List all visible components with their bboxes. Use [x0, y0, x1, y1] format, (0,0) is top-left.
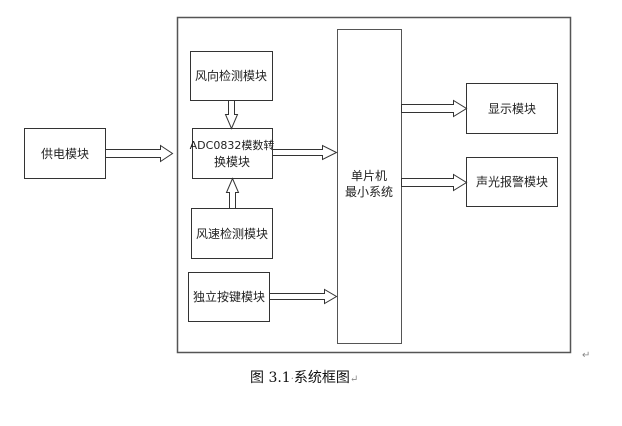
wind-speed-module: 风速检测模块 [191, 208, 273, 259]
power-module: 供电模块 [24, 128, 106, 179]
keys-module: 独立按键模块 [188, 272, 270, 322]
arrow-adc-to-mcu [272, 144, 338, 161]
arrow-wind-speed-to-adc [225, 177, 240, 209]
wind-speed-label: 风速检测模块 [196, 226, 268, 241]
figure-caption: 图 3.1·系统框图↵ [250, 367, 358, 387]
paragraph-mark: ↵ [582, 350, 591, 361]
display-label: 显示模块 [488, 102, 536, 116]
caption-number: 图 3.1 [250, 370, 291, 386]
mcu-label-line2: 最小系统 [345, 185, 393, 199]
adc-module: ADC0832模数转 换模块 [190, 128, 275, 179]
arrow-mcu-to-display [401, 99, 468, 118]
alarm-label: 声光报警模块 [476, 174, 548, 189]
keys-label: 独立按键模块 [193, 289, 265, 304]
arrow-wind-direction-to-adc [224, 100, 239, 130]
mcu-label-line1: 单片机 [351, 169, 387, 183]
display-module: 显示模块 [466, 83, 558, 134]
alarm-module: 声光报警模块 [466, 157, 558, 207]
arrow-keys-to-mcu [269, 288, 338, 305]
caption-return-mark: ↵ [349, 374, 359, 385]
caption-separator: · [290, 374, 294, 385]
mcu-module: 单片机 最小系统 [337, 29, 402, 344]
wind-direction-module: 风向检测模块 [190, 51, 273, 101]
adc-label-line2: 换模块 [214, 155, 250, 169]
adc-label-line1: ADC0832模数转 [190, 138, 275, 152]
power-module-label: 供电模块 [41, 147, 89, 161]
wind-direction-label: 风向检测模块 [195, 68, 267, 83]
system-frame [176, 16, 572, 354]
arrow-power-to-system [105, 144, 174, 163]
arrow-mcu-to-alarm [401, 173, 468, 192]
caption-title: 系统框图 [293, 370, 350, 386]
